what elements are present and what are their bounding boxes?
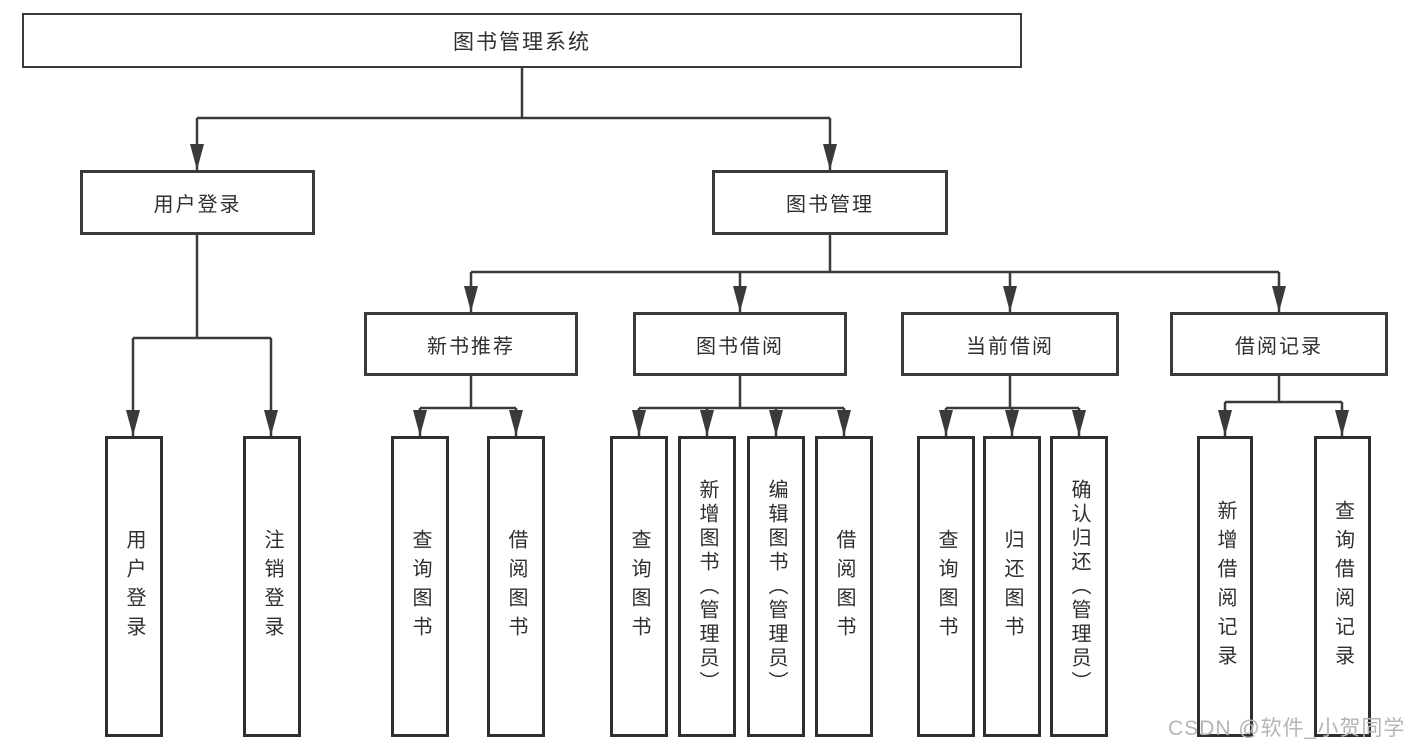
node-book-borrow-label: 图书借阅 bbox=[696, 335, 784, 358]
leaf-add-borrow-record: 新增借阅记录 bbox=[1197, 436, 1253, 737]
node-user-login: 用户登录 bbox=[80, 170, 315, 235]
node-current-borrow-label: 当前借阅 bbox=[966, 335, 1054, 358]
leaf-borrow-books: 借阅图书 bbox=[815, 436, 873, 737]
node-new-book-recommend: 新书推荐 bbox=[364, 312, 578, 376]
leaf-borrow-books-label: 借阅图书 bbox=[833, 528, 855, 645]
leaf-edit-books-admin-label: 编辑图书（管理员） bbox=[765, 478, 787, 695]
leaf-user-login-label: 用户登录 bbox=[123, 528, 145, 645]
leaf-query-books-recommend: 查询图书 bbox=[391, 436, 449, 737]
node-new-book-recommend-label: 新书推荐 bbox=[427, 335, 515, 358]
leaf-edit-books-admin: 编辑图书（管理员） bbox=[747, 436, 805, 737]
leaf-user-login: 用户登录 bbox=[105, 436, 163, 737]
leaf-return-books: 归还图书 bbox=[983, 436, 1041, 737]
leaf-query-books-current: 查询图书 bbox=[917, 436, 975, 737]
node-book-borrow: 图书借阅 bbox=[633, 312, 847, 376]
leaf-confirm-return-admin-label: 确认归还（管理员） bbox=[1068, 478, 1090, 695]
node-user-login-label: 用户登录 bbox=[153, 194, 242, 216]
leaf-query-books-recommend-label: 查询图书 bbox=[409, 528, 431, 645]
node-root-label: 图书管理系统 bbox=[453, 30, 591, 54]
leaf-query-books-borrow-label: 查询图书 bbox=[628, 528, 650, 645]
leaf-query-books-borrow: 查询图书 bbox=[610, 436, 668, 737]
node-borrow-records-label: 借阅记录 bbox=[1235, 335, 1323, 358]
leaf-borrow-books-recommend-label: 借阅图书 bbox=[505, 528, 527, 645]
leaf-add-books-admin-label: 新增图书（管理员） bbox=[696, 478, 718, 695]
leaf-logout-label: 注销登录 bbox=[261, 528, 283, 645]
leaf-query-borrow-record: 查询借阅记录 bbox=[1314, 436, 1371, 737]
node-borrow-records: 借阅记录 bbox=[1170, 312, 1388, 376]
leaf-add-borrow-record-label: 新增借阅记录 bbox=[1214, 499, 1236, 674]
node-current-borrow: 当前借阅 bbox=[901, 312, 1119, 376]
leaf-return-books-label: 归还图书 bbox=[1001, 528, 1023, 645]
leaf-query-borrow-record-label: 查询借阅记录 bbox=[1331, 499, 1354, 674]
node-root-library-system: 图书管理系统 bbox=[22, 13, 1022, 68]
csdn-watermark: CSDN @软件_小贺同学 bbox=[1168, 717, 1405, 740]
leaf-borrow-books-recommend: 借阅图书 bbox=[487, 436, 545, 737]
leaf-confirm-return-admin: 确认归还（管理员） bbox=[1050, 436, 1108, 737]
node-book-management-label: 图书管理 bbox=[786, 194, 874, 216]
leaf-add-books-admin: 新增图书（管理员） bbox=[678, 436, 736, 737]
leaf-logout: 注销登录 bbox=[243, 436, 301, 737]
leaf-query-books-current-label: 查询图书 bbox=[935, 528, 957, 645]
node-book-management: 图书管理 bbox=[712, 170, 948, 235]
